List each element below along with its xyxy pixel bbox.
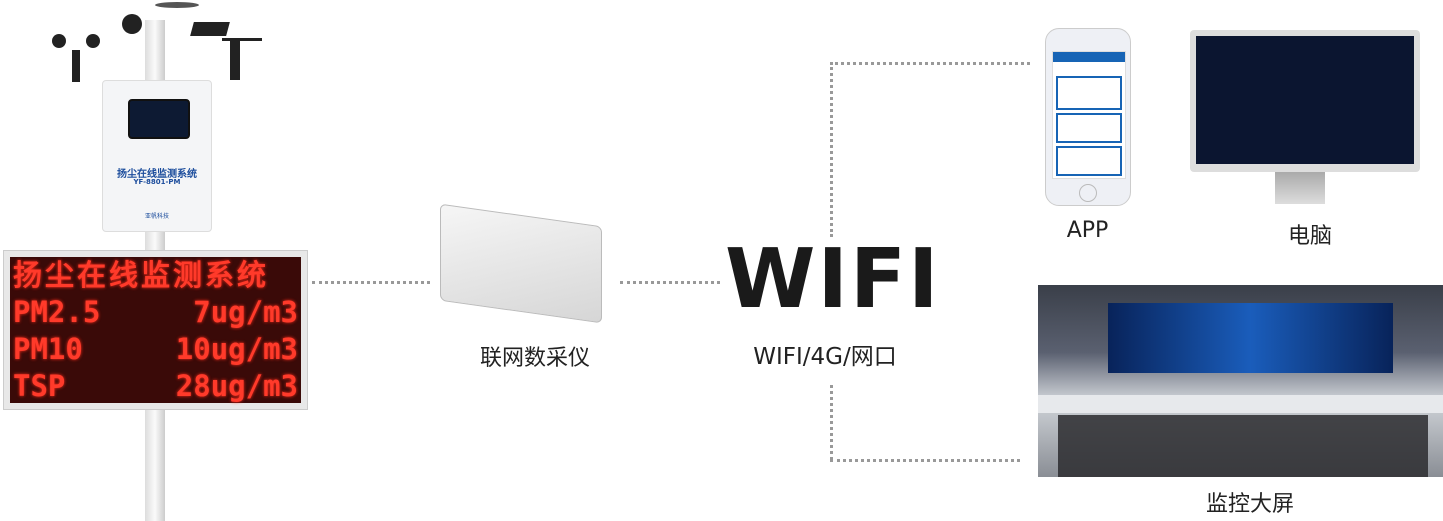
network-title: WIFI [725, 232, 941, 327]
app-label: APP [1066, 218, 1109, 243]
gps-antenna-icon [155, 2, 199, 8]
connector-line [312, 281, 430, 284]
phone-app-image [1045, 28, 1131, 206]
led-label: PM2.5 [13, 295, 101, 329]
led-display: 扬尘在线监测系统 PM2.5 7ug/m3 PM10 10ug/m3 TSP 28ug… [3, 250, 308, 410]
led-value: 7ug/m3 [193, 295, 298, 329]
led-label: TSP [13, 369, 66, 403]
wind-vane-icon [190, 22, 262, 82]
control-room-image [1038, 285, 1443, 477]
led-value: 28ug/m3 [175, 369, 298, 403]
led-value: 10ug/m3 [175, 332, 298, 366]
big-screen-label: 监控大屏 [1205, 492, 1294, 517]
connector-line [830, 385, 833, 460]
enclosure-title: 扬尘在线监测系统 [117, 169, 197, 180]
led-row-tsp: TSP 28ug/m3 [13, 368, 298, 405]
data-collector-device [440, 203, 602, 324]
pc-monitor-image [1190, 30, 1420, 172]
brand-logo: 亚帆科技 [144, 213, 169, 220]
led-title: 扬尘在线监测系统 [13, 258, 270, 292]
led-label: PM10 [13, 332, 83, 366]
anemometer-icon [52, 32, 100, 82]
monitor-enclosure: 扬尘在线监测系统 YF-8801-PM 亚帆科技 [102, 80, 212, 232]
connector-line [620, 281, 720, 284]
touch-screen [128, 99, 190, 139]
enclosure-model: YF-8801-PM [133, 178, 181, 186]
connector-line [830, 459, 1020, 462]
pc-label: 电脑 [1287, 224, 1332, 249]
connector-line [830, 62, 1030, 65]
collector-label: 联网数采仪 [479, 346, 590, 371]
network-subtitle: WIFI/4G/网口 [753, 344, 897, 370]
led-row-pm25: PM2.5 7ug/m3 [13, 294, 298, 331]
monitor-stand [1275, 172, 1325, 204]
led-row-pm10: PM10 10ug/m3 [13, 331, 298, 368]
sensor-ball-icon [122, 14, 142, 34]
connector-line [830, 62, 833, 237]
